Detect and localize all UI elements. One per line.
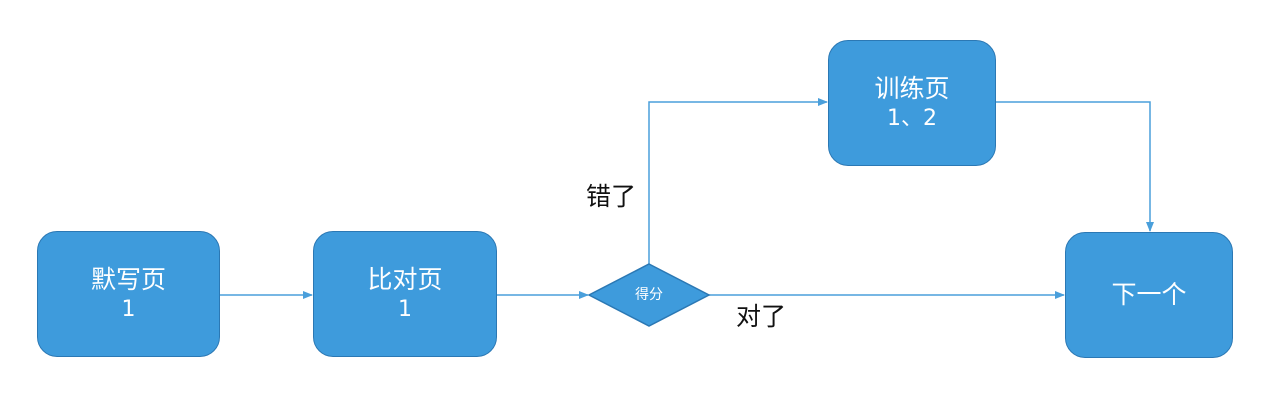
node-training-sub: 1、2: [887, 106, 937, 131]
node-score-label: 得分: [635, 287, 663, 303]
score-decision-diamond: [587, 263, 711, 327]
node-training: 训练页 1、2: [828, 40, 996, 166]
node-dictation: 默写页 1: [37, 231, 220, 357]
node-dictation-title: 默写页: [90, 265, 166, 294]
node-next-title: 下一个: [1111, 280, 1187, 309]
node-next: 下一个: [1065, 232, 1233, 358]
node-dictation-sub: 1: [121, 297, 136, 322]
node-training-title: 训练页: [874, 74, 950, 103]
node-compare-sub: 1: [398, 297, 412, 322]
connector-training-to-next: [996, 101, 1154, 232]
node-compare-title: 比对页: [367, 265, 443, 294]
node-compare: 比对页 1: [313, 231, 497, 357]
edge-label-right: 对了: [736, 302, 787, 331]
connector-score-to-training: [648, 98, 828, 264]
edge-label-wrong: 错了: [586, 182, 637, 211]
